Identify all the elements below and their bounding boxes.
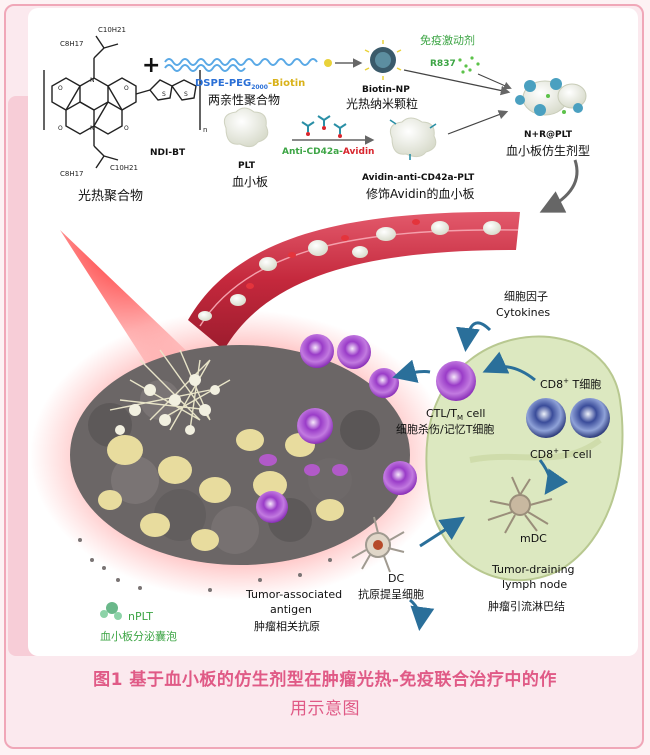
caption-line-2: 用示意图: [290, 699, 360, 719]
debris-dots: [78, 538, 332, 592]
arrow-dc-to-node: [419, 516, 465, 548]
lipid-name: DSPE-PEG2000-Biotin: [195, 78, 305, 91]
bound-platelets: [115, 374, 220, 435]
dc-cn: 抗原提呈细胞: [358, 587, 424, 601]
avidin-plt-icon: [389, 117, 437, 160]
arrow-mdc-to-t: [538, 459, 569, 495]
ctl-cell: [436, 361, 476, 401]
ctl-cn: 细胞杀伤/记忆T细胞: [396, 422, 494, 436]
blood-vessel: [188, 211, 520, 350]
svg-text:N: N: [90, 125, 95, 132]
ctl-cells-on-tumor: [256, 334, 417, 523]
svg-text:N: N: [90, 77, 95, 84]
biotin-np-name: Biotin-NP: [362, 85, 410, 95]
cd8-t-cells: [526, 398, 610, 438]
cytokines-en: Cytokines: [496, 306, 550, 319]
arrow-r837-to-nrplt: [477, 73, 512, 90]
cytokines-cn: 细胞因子: [504, 290, 548, 303]
chem-r1: C10H21: [98, 26, 126, 34]
red-blood-cells: [246, 219, 420, 289]
svg-text:O: O: [124, 125, 129, 132]
cd8-bottom-label: CD8+ T cell: [530, 447, 592, 461]
arrow-ctl-to-tumor: [392, 359, 431, 383]
r837-dots: [458, 56, 480, 74]
immuno-label: 免疫激动剂: [420, 33, 475, 47]
plus-sign: +: [142, 53, 160, 78]
nplt-cn: 血小板分泌囊泡: [100, 629, 177, 643]
avidin-plt-label: 修饰Avidin的血小板: [366, 186, 475, 201]
arrow-cytokines: [456, 321, 492, 352]
plt-name: PLT: [238, 161, 256, 171]
nplt-en: nPLT: [128, 610, 153, 623]
antibody-icons: [301, 115, 347, 134]
svg-text:O: O: [58, 85, 63, 92]
tumor-mass: [70, 345, 410, 565]
biotin-np-icon: [364, 40, 402, 80]
cd8-top-label: CD8+ T细胞: [540, 377, 601, 391]
vessel-platelets: [198, 221, 501, 321]
chem-r4: C10H21: [110, 164, 138, 172]
antibody-name: Anti-CD42a-Avidin: [282, 147, 374, 157]
avidin-plt-name: Avidin-anti-CD42a-PLT: [362, 173, 475, 183]
chem-n-index: n: [203, 126, 207, 134]
svg-text:S: S: [184, 91, 188, 98]
dc-en: DC: [388, 572, 404, 585]
mdc-label: mDC: [520, 532, 547, 545]
lipid-label: 两亲性聚合物: [208, 92, 280, 107]
chem-label: 光热聚合物: [78, 189, 143, 204]
chem-r2: C8H17: [60, 40, 84, 48]
caption-line-1: 图1 基于血小板的仿生剂型在肿瘤光热-免疫联合治疗中的作: [0, 665, 650, 690]
caption-fig-num: 图1: [93, 670, 123, 690]
svg-text:O: O: [124, 85, 129, 92]
svg-text:S: S: [162, 91, 166, 98]
lymph-en1: Tumor-draining: [491, 563, 575, 576]
arrow-antigen: [409, 598, 435, 631]
plt-icon: [223, 107, 269, 148]
biotin-np-label: 光热纳米颗粒: [346, 96, 418, 111]
antigen-cn: 肿瘤相关抗原: [254, 619, 320, 633]
lymph-node: [425, 335, 624, 582]
nplt-icon: [100, 602, 122, 620]
immuno-drug: R837: [430, 59, 456, 69]
ctl-en: CTL/TM cell: [426, 407, 485, 422]
lymph-cn: 肿瘤引流淋巴结: [488, 599, 565, 613]
plt-label: 血小板: [232, 175, 268, 189]
nr-plt-cluster: [515, 78, 587, 116]
dc-cell: [351, 516, 405, 573]
mdc-cell: [487, 476, 553, 534]
chem-name: NDI-BT: [150, 148, 186, 158]
arrow-tcell-to-ctl: [482, 351, 536, 382]
ndi-bt-structure: [43, 35, 201, 169]
arrow-avidin-to-nrplt: [447, 110, 509, 135]
nr-plt-label: 血小板仿生剂型: [506, 143, 590, 158]
arrow-np-to-nrplt: [403, 69, 511, 96]
lymph-en2: lymph node: [502, 578, 567, 591]
dspe-peg-biotin-molecule: [164, 58, 332, 72]
svg-text:O: O: [58, 125, 63, 132]
caption-text-1: 基于血小板的仿生剂型在肿瘤光热-免疫联合治疗中的作: [122, 670, 557, 690]
antigen-en2: antigen: [270, 603, 312, 616]
chem-r3: C8H17: [60, 170, 84, 178]
arrow-into-circulation: [539, 159, 579, 213]
nr-plt-name: N+R@PLT: [524, 130, 573, 140]
antigen-en1: Tumor-associated: [245, 588, 342, 601]
